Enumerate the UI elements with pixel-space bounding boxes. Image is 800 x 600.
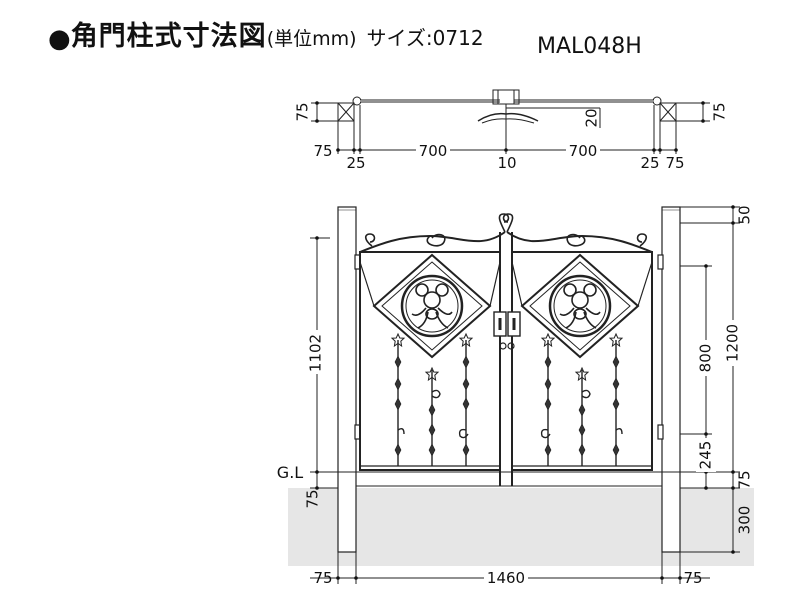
plan-dim-post-width-left: 75: [313, 142, 332, 160]
plan-dim-leaf-left: 700: [419, 142, 448, 160]
plan-dim-post-depth-left: 75: [294, 102, 312, 121]
dim-below-gl: 75: [304, 489, 322, 508]
plan-dim-leaf-right: 700: [569, 142, 598, 160]
dim-top-above-gate: 50: [736, 205, 754, 224]
gl-label: G.L: [277, 463, 303, 482]
dim-bottom-post-right: 75: [683, 569, 702, 587]
plan-dim-rail-offset: 20: [583, 108, 601, 127]
post-left: [337, 206, 357, 553]
ground-area: [288, 488, 754, 566]
medallion-left: [400, 274, 464, 338]
title-bullet: ●: [48, 24, 71, 54]
diamond-left: [372, 253, 492, 359]
dim-bottom-span: 1460: [487, 569, 525, 587]
leaf-left-frame: [359, 251, 501, 471]
dim-panel-height: 800: [697, 344, 715, 373]
plan-post-right: [659, 102, 677, 122]
dim-bottom-post-left: 75: [313, 569, 332, 587]
plan-dim-gap-left: 25: [346, 154, 365, 172]
diamond-right: [520, 253, 640, 359]
plan-post-left: [337, 102, 355, 122]
plan-view: [311, 89, 710, 154]
title-size: サイズ:0712: [366, 26, 484, 50]
dim-bottom-rail: 245: [697, 441, 715, 470]
medallion-right: [548, 274, 612, 338]
dim-above-gl: 75: [736, 470, 754, 489]
title-unit: (単位mm): [266, 28, 357, 50]
dim-embed-depth: 300: [736, 506, 754, 535]
model-code: MAL048H: [537, 34, 642, 59]
plan-dim-gap-right: 25: [640, 154, 659, 172]
post-right: [661, 206, 681, 553]
plan-dim-post-width-right: 75: [665, 154, 684, 172]
elevation-view: [310, 206, 740, 553]
dim-gate-height: 1102: [307, 334, 325, 372]
plan-dim-center-gap: 10: [497, 154, 516, 172]
dim-post-height: 1200: [724, 324, 742, 362]
plan-dim-post-depth-right: 75: [711, 102, 729, 121]
drawing-title: ●角門柱式寸法図(単位mm) サイズ:0712: [48, 14, 484, 54]
title-main: 角門柱式寸法図: [70, 21, 267, 52]
